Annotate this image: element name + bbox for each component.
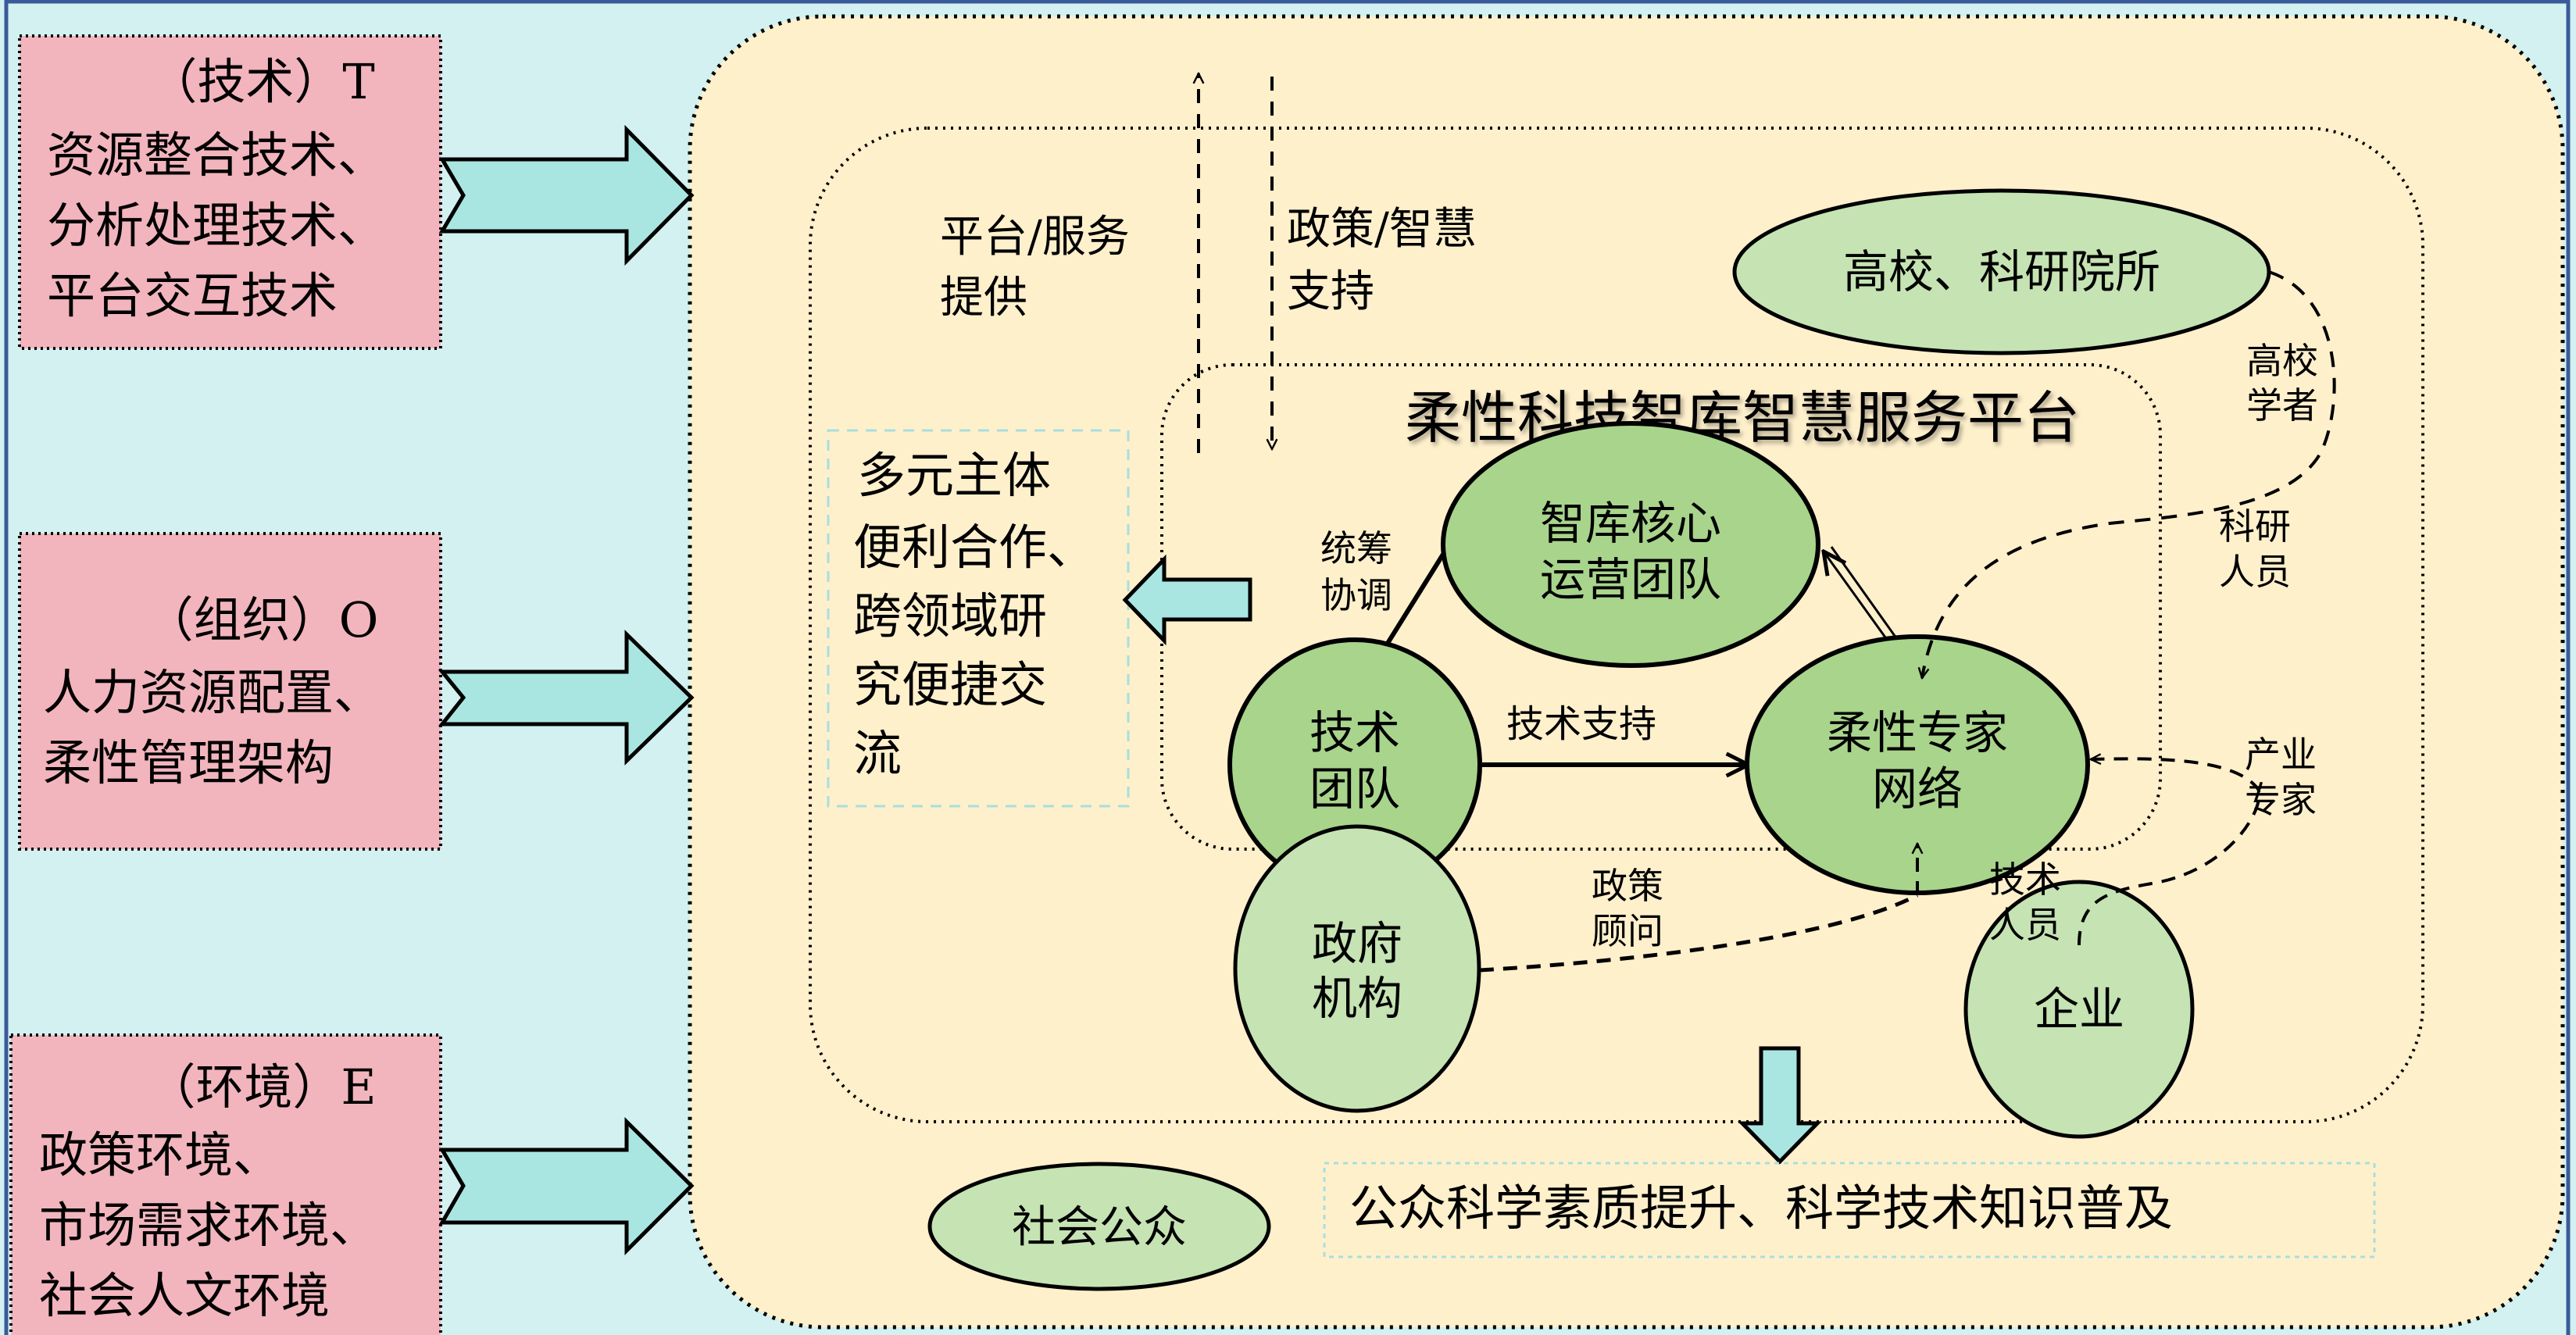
factor-line: 市场需求环境、 [39,1197,378,1254]
node-label: 高校、科研院所 [1843,245,2160,298]
benefit-line: 多元主体 [857,447,1051,504]
edge-label-policy-advisors: 顾问 [1592,910,1663,952]
edge-label-technicians: 技术 [1989,858,2061,901]
benefit-text: 多元主体 便利合作、 跨领域研 究便捷交 流 [853,447,1095,782]
factor-heading: （环境）E [147,1058,376,1115]
edge-label-researchers: 人员 [2219,551,2291,593]
edge-label-policy-advisors: 政策 [1592,865,1663,907]
outcome-arrow [1738,1046,1822,1165]
node-label: 企业 [2034,983,2124,1036]
benefit-line: 究便捷交 [853,656,1047,713]
factor-arrow-organization [438,630,695,766]
factor-heading: （组织）O [145,591,379,648]
node-public[interactable]: 社会公众 [927,1162,1271,1291]
node-label: 技术 [1309,706,1400,759]
factor-heading: （技术）T [148,53,374,110]
node-government[interactable]: 政府 机构 [1233,824,1481,1113]
factor-line: 人力资源配置、 [43,664,382,721]
node-core-team[interactable]: 智库核心 运营团队 [1441,421,1820,668]
node-label: 柔性专家 [1827,706,2008,759]
edge-government-expert [1479,893,1919,973]
node-label: 网络 [1872,762,1963,816]
node-label: 机构 [1312,972,1402,1025]
benefit-arrow [1122,554,1252,646]
node-label: 团队 [1309,762,1400,816]
flow-down-label: 支持 [1287,266,1374,317]
factor-technology: （技术）T 资源整合技术、 分析处理技术、 平台交互技术 [18,34,442,350]
factor-line: 分析处理技术、 [47,197,386,254]
benefit-line: 跨领域研 [853,587,1047,644]
node-label: 智库核心 [1540,497,1721,550]
flow-up-label: 平台/服务 [940,212,1130,262]
benefit-line: 流 [853,725,902,782]
factor-arrow-technology [438,124,695,266]
flow-down-label: 政策/智慧 [1287,204,1477,255]
factor-arrow-environment [438,1117,695,1256]
factor-organization: （组织）O 人力资源配置、 柔性管理架构 [18,532,442,851]
node-label: 运营团队 [1540,553,1721,606]
factor-line: 政策环境、 [39,1126,281,1183]
node-tech-team[interactable]: 技术 团队 [1227,637,1482,892]
edge-universities-expert [1922,270,2336,678]
edge-label-researchers: 科研 [2219,505,2291,548]
node-enterprise[interactable]: 企业 [1963,880,2195,1139]
factor-line: 平台交互技术 [47,267,338,324]
benefit-box [827,429,1130,808]
frame-border [4,0,2571,1335]
edge-label-coordinate: 统筹 [1320,527,1392,569]
edge-label-tech-support: 技术支持 [1506,702,1656,746]
flow-up-label: 提供 [940,273,1027,323]
outcome-box [1323,1162,2376,1258]
factor-environment: （环境）E 政策环境、 市场需求环境、 社会人文环境 [9,1033,442,1335]
factor-line: 社会人文环境 [39,1267,330,1324]
outcome-text: 公众科学素质提升、科学技术知识普及 [1349,1180,2173,1237]
benefit-line: 便利合作、 [853,519,1095,576]
node-label: 政府 [1312,917,1402,970]
edge-label-scholars: 学者 [2246,384,2318,427]
edge-label-scholars: 高校 [2246,340,2318,382]
edge-label-industry-experts: 专家 [2245,779,2317,821]
stakeholder-area [809,127,2424,1123]
edge-label-industry-experts: 产业 [2245,734,2317,776]
node-label: 社会公众 [1012,1202,1187,1253]
edge-label-technicians: 人员 [1989,904,2061,946]
factor-line: 资源整合技术、 [47,127,386,184]
node-expert-network[interactable]: 柔性专家 网络 [1745,634,2090,895]
platform-title: 柔性科技智库智慧服务平台 [1405,385,2080,451]
node-universities[interactable]: 高校、科研院所 [1732,188,2271,355]
edge-enterprise-expert [2078,759,2261,946]
factor-box [18,532,442,851]
edge-label-coordinate: 协调 [1320,574,1392,616]
factor-box [18,34,442,350]
factor-box [9,1033,442,1335]
factor-line: 柔性管理架构 [43,734,334,791]
